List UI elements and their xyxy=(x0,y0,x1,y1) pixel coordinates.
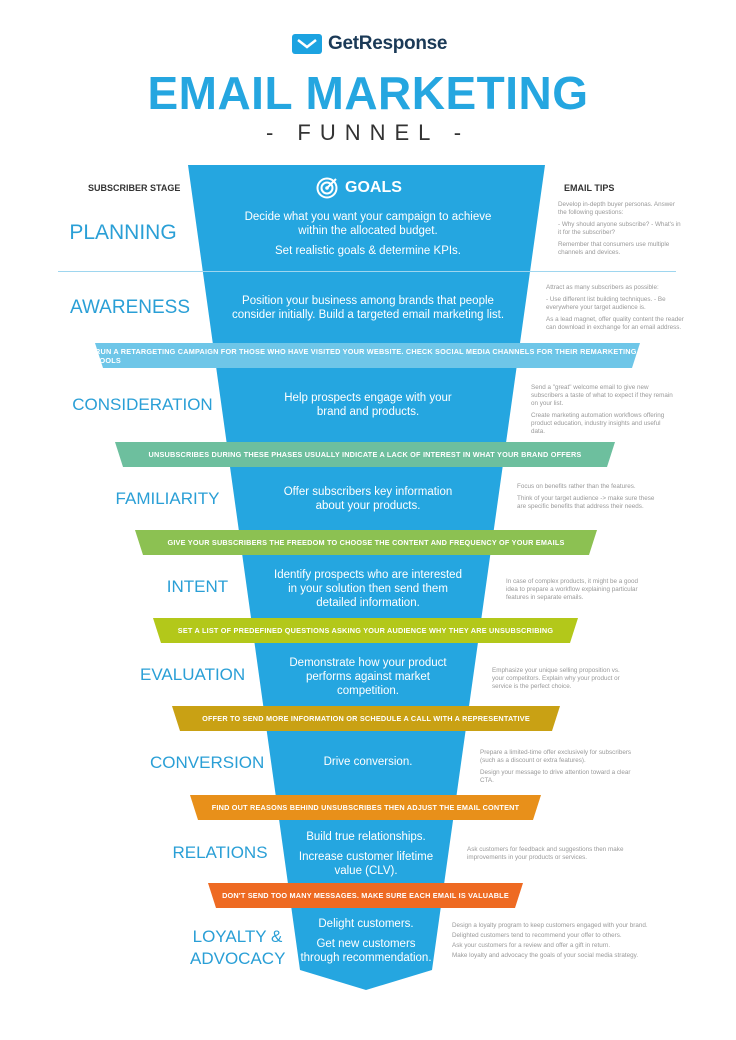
goals-planning: Decide what you want your campaign to ac… xyxy=(244,211,492,257)
stage-familiarity: FAMILIARITY xyxy=(115,489,220,508)
target-icon xyxy=(316,177,338,199)
goals-label: GOALS xyxy=(345,179,402,196)
goals-familiarity: Offer subscribers key information about … xyxy=(283,486,453,512)
tips-evaluation: Emphasize your unique selling propositio… xyxy=(492,667,620,690)
goals-consideration: Help prospects engage with your brand an… xyxy=(284,392,452,418)
stage-relations: RELATIONS xyxy=(172,843,268,862)
page-subtitle: - FUNNEL - xyxy=(265,120,471,145)
goals-header: GOALS xyxy=(316,177,402,199)
divider xyxy=(58,271,676,272)
tip-band-questions: SET A LIST OF PREDEFINED QUESTIONS ASKIN… xyxy=(153,618,578,643)
tips-consideration: Send a "great" welcome email to give new… xyxy=(531,384,673,435)
tip-band-messages: DON'T SEND TOO MANY MESSAGES. MAKE SURE … xyxy=(208,883,523,908)
stage-evaluation: EVALUATION xyxy=(140,665,246,684)
tips-intent: In case of complex products, it might be… xyxy=(506,578,638,601)
tip-band-offer: OFFER TO SEND MORE INFORMATION OR SCHEDU… xyxy=(172,706,560,731)
tips-conversion: Prepare a limited-time offer exclusively… xyxy=(480,749,632,784)
email-tips-header: EMAIL TIPS xyxy=(564,183,615,193)
goals-evaluation: Demonstrate how your product performs ag… xyxy=(289,657,447,697)
page-title: EMAIL MARKETING xyxy=(147,67,589,119)
tips-planning: Develop in-depth buyer personas. Answer … xyxy=(558,201,681,256)
goals-intent: Identify prospects who are interested in… xyxy=(274,569,462,609)
tip-band-unsubscribes: UNSUBSCRIBES DURING THESE PHASES USUALLY… xyxy=(115,442,615,467)
tips-loyalty-advocacy: Design a loyalty program to keep custome… xyxy=(452,922,648,959)
tip-band-freedom: GIVE YOUR SUBSCRIBERS THE FREEDOM TO CHO… xyxy=(135,530,597,555)
envelope-icon xyxy=(292,34,322,54)
subscriber-stage-header: SUBSCRIBER STAGE xyxy=(88,183,181,193)
brand-name: GetResponse xyxy=(328,33,448,54)
brand-logo: GetResponse xyxy=(292,33,447,55)
stage-consideration: CONSIDERATION xyxy=(72,395,213,414)
tips-familiarity: Focus on benefits rather than the featur… xyxy=(517,483,655,510)
tip-band-retargeting: RUN A RETARGETING CAMPAIGN FOR THOSE WHO… xyxy=(95,343,640,368)
stage-intent: INTENT xyxy=(166,577,229,596)
stage-conversion: CONVERSION xyxy=(150,753,265,772)
stage-loyalty-advocacy: LOYALTY & ADVOCACY xyxy=(190,927,286,968)
tips-relations: Ask customers for feedback and suggestio… xyxy=(467,846,624,861)
goals-loyalty-advocacy: Delight customers.Get new customers thro… xyxy=(300,918,432,964)
stage-awareness: AWARENESS xyxy=(69,297,190,318)
stage-planning: PLANNING xyxy=(69,221,177,244)
goals-relations: Build true relationships.Increase custom… xyxy=(298,831,434,877)
goals-awareness: Position your business among brands that… xyxy=(231,295,505,321)
tips-awareness: Attract as many subscribers as possible:… xyxy=(546,284,684,331)
tip-band-reasons: FIND OUT REASONS BEHIND UNSUBSCRIBES THE… xyxy=(190,795,541,820)
goals-conversion: Drive conversion. xyxy=(323,756,413,768)
